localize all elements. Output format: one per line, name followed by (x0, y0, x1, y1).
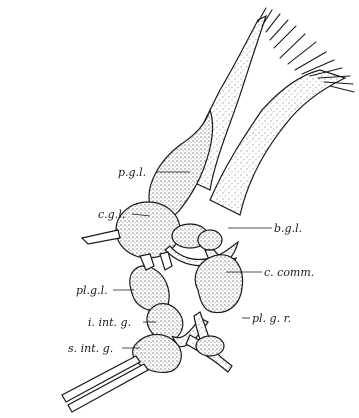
label-sintg: s. int. g. (68, 342, 113, 355)
label-pgl: p.g.l. (118, 166, 146, 179)
pleural-ganglion-right (195, 255, 242, 313)
label-cgl: c.g.l. (98, 208, 125, 221)
label-ccomm: c. comm. (264, 266, 314, 279)
buccal-ganglion (172, 224, 222, 250)
pedal-ganglion (149, 110, 212, 218)
cerebral-nerve-stub (82, 230, 120, 244)
label-plgr: pl. g. r. (252, 312, 291, 325)
label-plgl: pl.g.l. (76, 284, 108, 297)
visceral-nerve-right (186, 335, 232, 372)
label-intg: i. int. g. (88, 316, 131, 329)
visceral-nerve-pair (62, 356, 148, 412)
label-bgl: b.g.l. (274, 222, 302, 235)
